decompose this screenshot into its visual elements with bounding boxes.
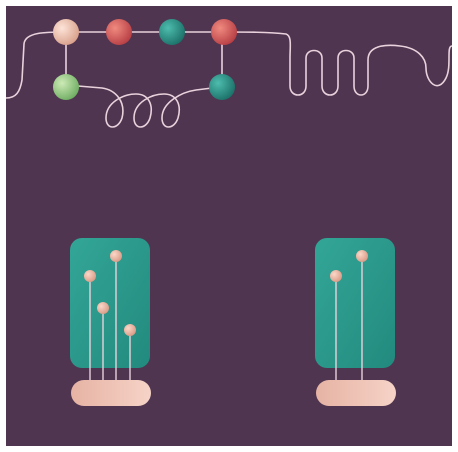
- coiled-spring: [77, 85, 213, 128]
- bead-green: [53, 74, 79, 100]
- background: [6, 6, 452, 446]
- bead-teal: [159, 19, 185, 45]
- device-right-dot: [330, 270, 342, 282]
- device-right-base: [316, 380, 396, 406]
- device-right-dot: [356, 250, 368, 262]
- device-left-dot: [110, 250, 122, 262]
- device-right-panel: [315, 238, 395, 368]
- device-left-dot: [84, 270, 96, 282]
- device-left-base: [71, 380, 151, 406]
- device-left-panel: [70, 238, 150, 368]
- device-left-dot: [124, 324, 136, 336]
- bead-coral: [106, 19, 132, 45]
- device-left-dot: [97, 302, 109, 314]
- bead-coral: [211, 19, 237, 45]
- bead-peach: [53, 19, 79, 45]
- device-left: [70, 238, 151, 406]
- illustration-canvas: [6, 6, 452, 446]
- illustration-frame: [6, 6, 452, 446]
- bead-teal: [209, 74, 235, 100]
- device-right: [315, 238, 396, 406]
